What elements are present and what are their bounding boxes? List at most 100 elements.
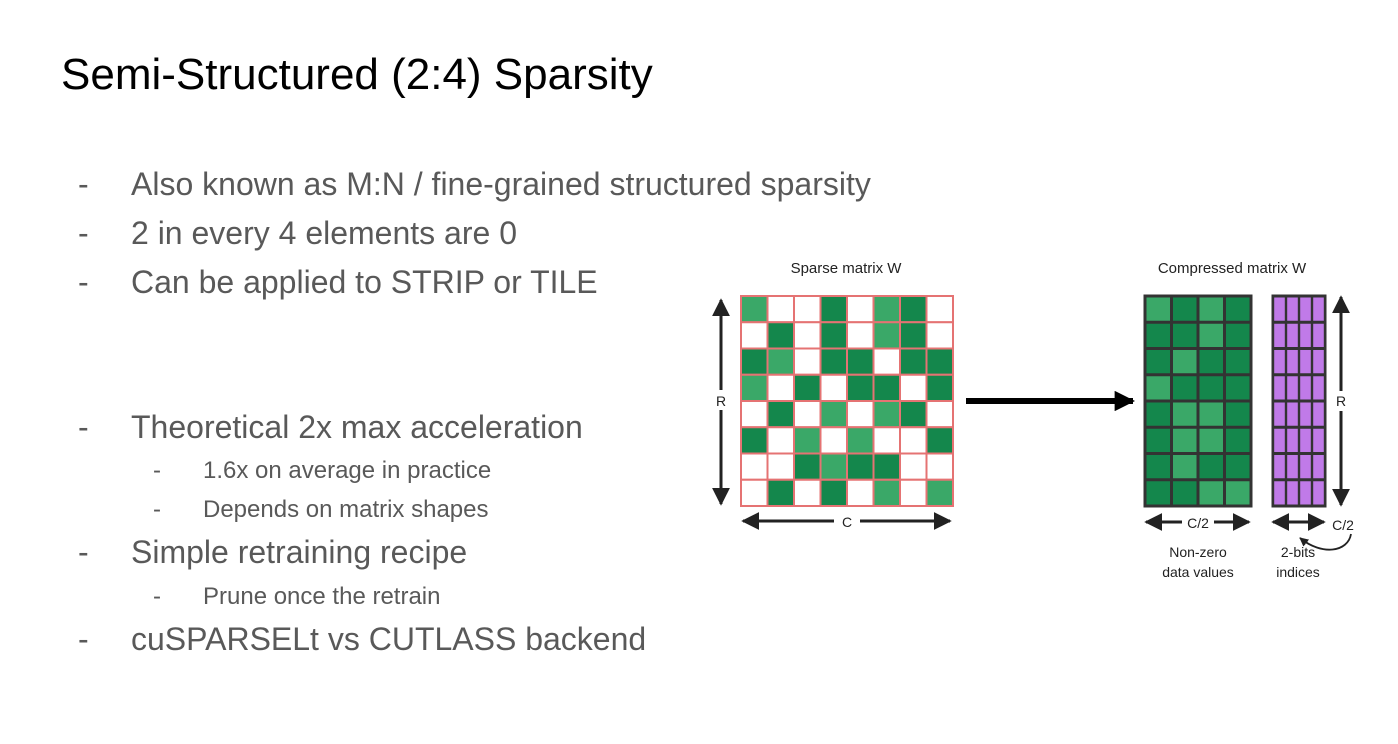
bullet-text: 1.6x on average in practice: [203, 457, 492, 484]
sparse-cell: [872, 478, 901, 507]
index-cell: [1287, 455, 1298, 479]
sparse-cell: [846, 426, 875, 455]
sparse-cell: [846, 400, 875, 429]
sparse-cell: [740, 400, 769, 429]
index-cell: [1313, 455, 1324, 479]
bullet-text: Depends on matrix shapes: [203, 496, 489, 523]
bullet-text: Simple retraining recipe: [131, 534, 468, 570]
index-cell: [1287, 481, 1298, 505]
compressed-cell: [1199, 350, 1223, 374]
index-cell: [1274, 481, 1285, 505]
compressed-cell: [1173, 376, 1197, 400]
compressed-cell: [1173, 428, 1197, 452]
index-cell: [1287, 376, 1298, 400]
index-cell: [1300, 428, 1311, 452]
index-cell: [1274, 402, 1285, 426]
compressed-cell: [1199, 323, 1223, 347]
compressed-cell: [1173, 402, 1197, 426]
sparse-cell: [846, 452, 875, 481]
sparse-cell: [766, 321, 795, 350]
sparse-cell: [925, 452, 954, 481]
index-cell: [1313, 297, 1324, 321]
sparse-cell: [899, 400, 928, 429]
sparse-cell: [793, 295, 822, 324]
sparse-cell: [872, 400, 901, 429]
sparse-cell: [872, 321, 901, 350]
compressed-cell: [1226, 350, 1250, 374]
half-cols-label: C/2: [1187, 515, 1209, 531]
sparse-cell: [846, 478, 875, 507]
sparse-cell: [766, 347, 795, 376]
index-cell: [1287, 428, 1298, 452]
bullet-dash: -: [153, 496, 161, 523]
index-cell: [1313, 376, 1324, 400]
compressed-cell: [1146, 428, 1170, 452]
compressed-cell: [1199, 481, 1223, 505]
compressed-cell: [1199, 428, 1223, 452]
index-cell: [1274, 428, 1285, 452]
sparse-cell: [925, 321, 954, 350]
sparse-matrix-grid: [740, 295, 954, 507]
compressed-cell: [1226, 402, 1250, 426]
compressed-cell: [1146, 376, 1170, 400]
sparse-cell: [846, 373, 875, 402]
sparse-cell: [740, 426, 769, 455]
index-cell: [1287, 350, 1298, 374]
sparse-cell: [899, 347, 928, 376]
sparse-cell: [925, 373, 954, 402]
sparse-cell: [793, 478, 822, 507]
sparse-cell: [819, 321, 848, 350]
bullet-dash: -: [78, 264, 89, 300]
index-cell: [1274, 297, 1285, 321]
sparse-cell: [793, 426, 822, 455]
index-half-cols-label: C/2: [1332, 517, 1354, 533]
index-cell: [1300, 376, 1311, 400]
index-cell: [1313, 481, 1324, 505]
sparse-cell: [793, 321, 822, 350]
compressed-cell: [1146, 455, 1170, 479]
index-cell: [1287, 323, 1298, 347]
values-caption-line2: data values: [1162, 564, 1234, 580]
compressed-cell: [1199, 455, 1223, 479]
sparse-cell: [899, 321, 928, 350]
index-cell: [1300, 350, 1311, 374]
compressed-cell: [1226, 376, 1250, 400]
index-cell: [1287, 297, 1298, 321]
compressed-cell: [1146, 350, 1170, 374]
sparse-cell: [819, 478, 848, 507]
sparse-cell: [899, 478, 928, 507]
sparse-cell: [793, 452, 822, 481]
sparse-cell: [819, 373, 848, 402]
index-cell: [1300, 455, 1311, 479]
sparse-matrix-label: Sparse matrix W: [791, 260, 903, 277]
compressed-cell: [1226, 323, 1250, 347]
compressed-cell: [1146, 297, 1170, 321]
sparse-cell: [846, 295, 875, 324]
sparse-cell: [925, 347, 954, 376]
compressed-cell: [1173, 455, 1197, 479]
sparse-cell: [740, 452, 769, 481]
sparse-cell: [899, 373, 928, 402]
sparse-cell: [740, 347, 769, 376]
bullet-dash: -: [153, 583, 161, 610]
compressed-cell: [1146, 402, 1170, 426]
indices-caption-line1: 2-bits: [1281, 544, 1315, 560]
index-cell: [1274, 376, 1285, 400]
sparse-cell: [766, 426, 795, 455]
sparse-cell: [846, 347, 875, 376]
sparse-cell: [819, 452, 848, 481]
bullet-dash: -: [78, 621, 89, 657]
compressed-cell: [1226, 297, 1250, 321]
bullet-dash: -: [78, 534, 89, 570]
compressed-cell: [1173, 481, 1197, 505]
sparse-cell: [872, 295, 901, 324]
sparse-cell: [899, 295, 928, 324]
bullet-text: Also known as M:N / fine-grained structu…: [131, 166, 871, 202]
index-cell: [1313, 402, 1324, 426]
bullet-dash: -: [78, 409, 89, 445]
compressed-cell: [1199, 376, 1223, 400]
sparse-cell: [872, 426, 901, 455]
sparse-cell: [740, 478, 769, 507]
bullet-dash: -: [78, 166, 89, 202]
